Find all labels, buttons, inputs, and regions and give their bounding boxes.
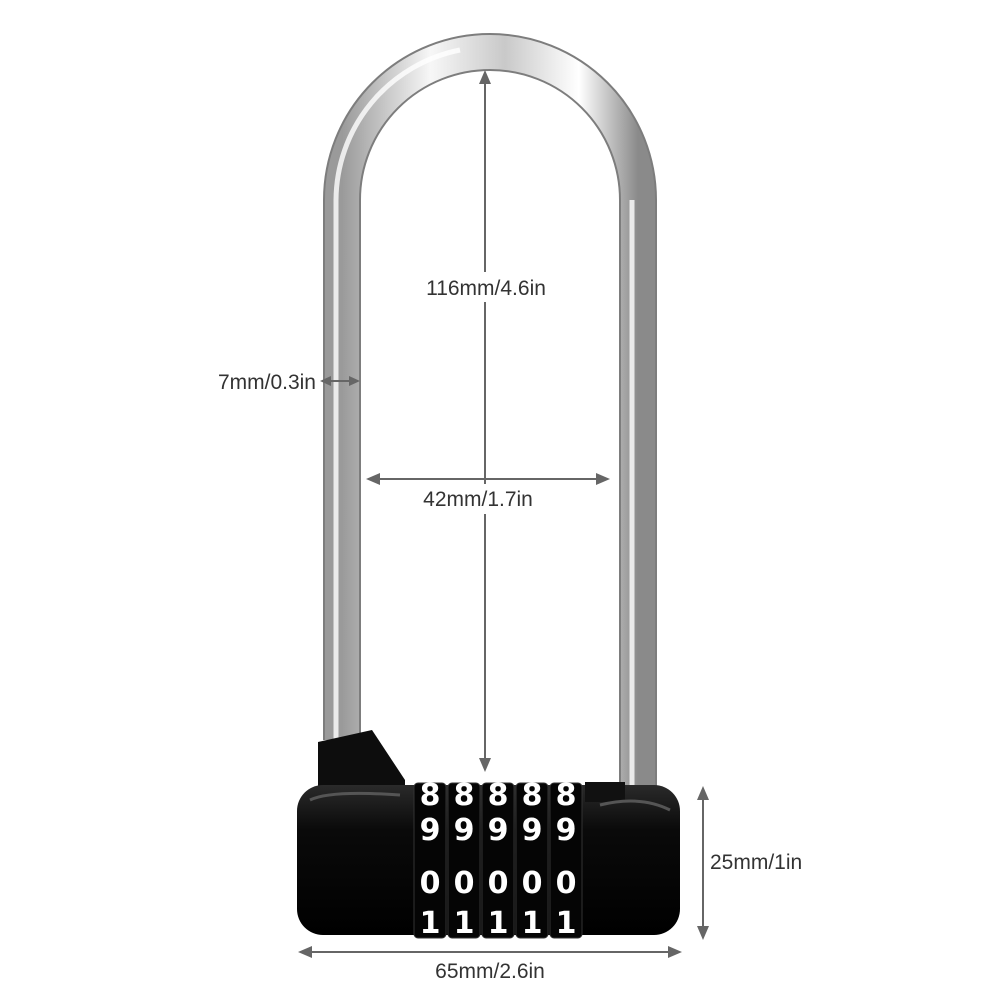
dial-digit: 8 (488, 778, 509, 813)
dial-digit: 9 (556, 813, 577, 848)
dimension-inner-width: 42mm/1.7in (366, 473, 610, 514)
shackle-diameter-label: 7mm/0.3in (218, 371, 316, 394)
dial-digit: 9 (488, 813, 509, 848)
dial-5[interactable]: 89 0 1 (549, 778, 583, 941)
shackle (323, 33, 657, 790)
dial-digit: 1 (522, 906, 543, 941)
dimension-body-height: 25mm/1in (697, 786, 802, 940)
dial-digit: 9 (420, 813, 441, 848)
dial-digit: 0 (522, 866, 543, 901)
dial-digit: 8 (556, 778, 577, 813)
dial-1[interactable]: 89 0 1 (413, 778, 447, 941)
dial-digit: 0 (556, 866, 577, 901)
dial-digit: 8 (522, 778, 543, 813)
body-width-label: 65mm/2.6in (435, 960, 545, 983)
dial-wheel[interactable] (413, 782, 447, 939)
dial-digit: 0 (488, 866, 509, 901)
inner-width-label: 42mm/1.7in (423, 488, 533, 511)
dial-digit: 1 (556, 906, 577, 941)
dimension-shackle-diameter: 7mm/0.3in (218, 371, 360, 394)
dial-wheel[interactable] (515, 782, 549, 939)
shackle-height-label: 116mm/4.6in (426, 277, 546, 300)
dial-wheel[interactable] (549, 782, 583, 939)
dial-digit: 8 (454, 778, 475, 813)
dial-2[interactable]: 89 0 1 (447, 778, 481, 941)
dial-digit: 9 (522, 813, 543, 848)
dial-digit: 1 (454, 906, 475, 941)
dimension-body-width: 65mm/2.6in (298, 946, 682, 983)
dial-3[interactable]: 89 0 1 (481, 778, 515, 941)
dial-wheel[interactable] (481, 782, 515, 939)
dial-digit: 8 (420, 778, 441, 813)
dial-digit: 0 (420, 866, 441, 901)
dial-wheel[interactable] (447, 782, 481, 939)
dimension-shackle-height: 116mm/4.6in (410, 70, 562, 772)
dial-digit: 0 (454, 866, 475, 901)
dial-4[interactable]: 89 0 1 (515, 778, 549, 941)
dial-digit: 1 (488, 906, 509, 941)
dial-digit: 9 (454, 813, 475, 848)
dial-digit: 1 (420, 906, 441, 941)
body-height-label: 25mm/1in (710, 851, 802, 874)
